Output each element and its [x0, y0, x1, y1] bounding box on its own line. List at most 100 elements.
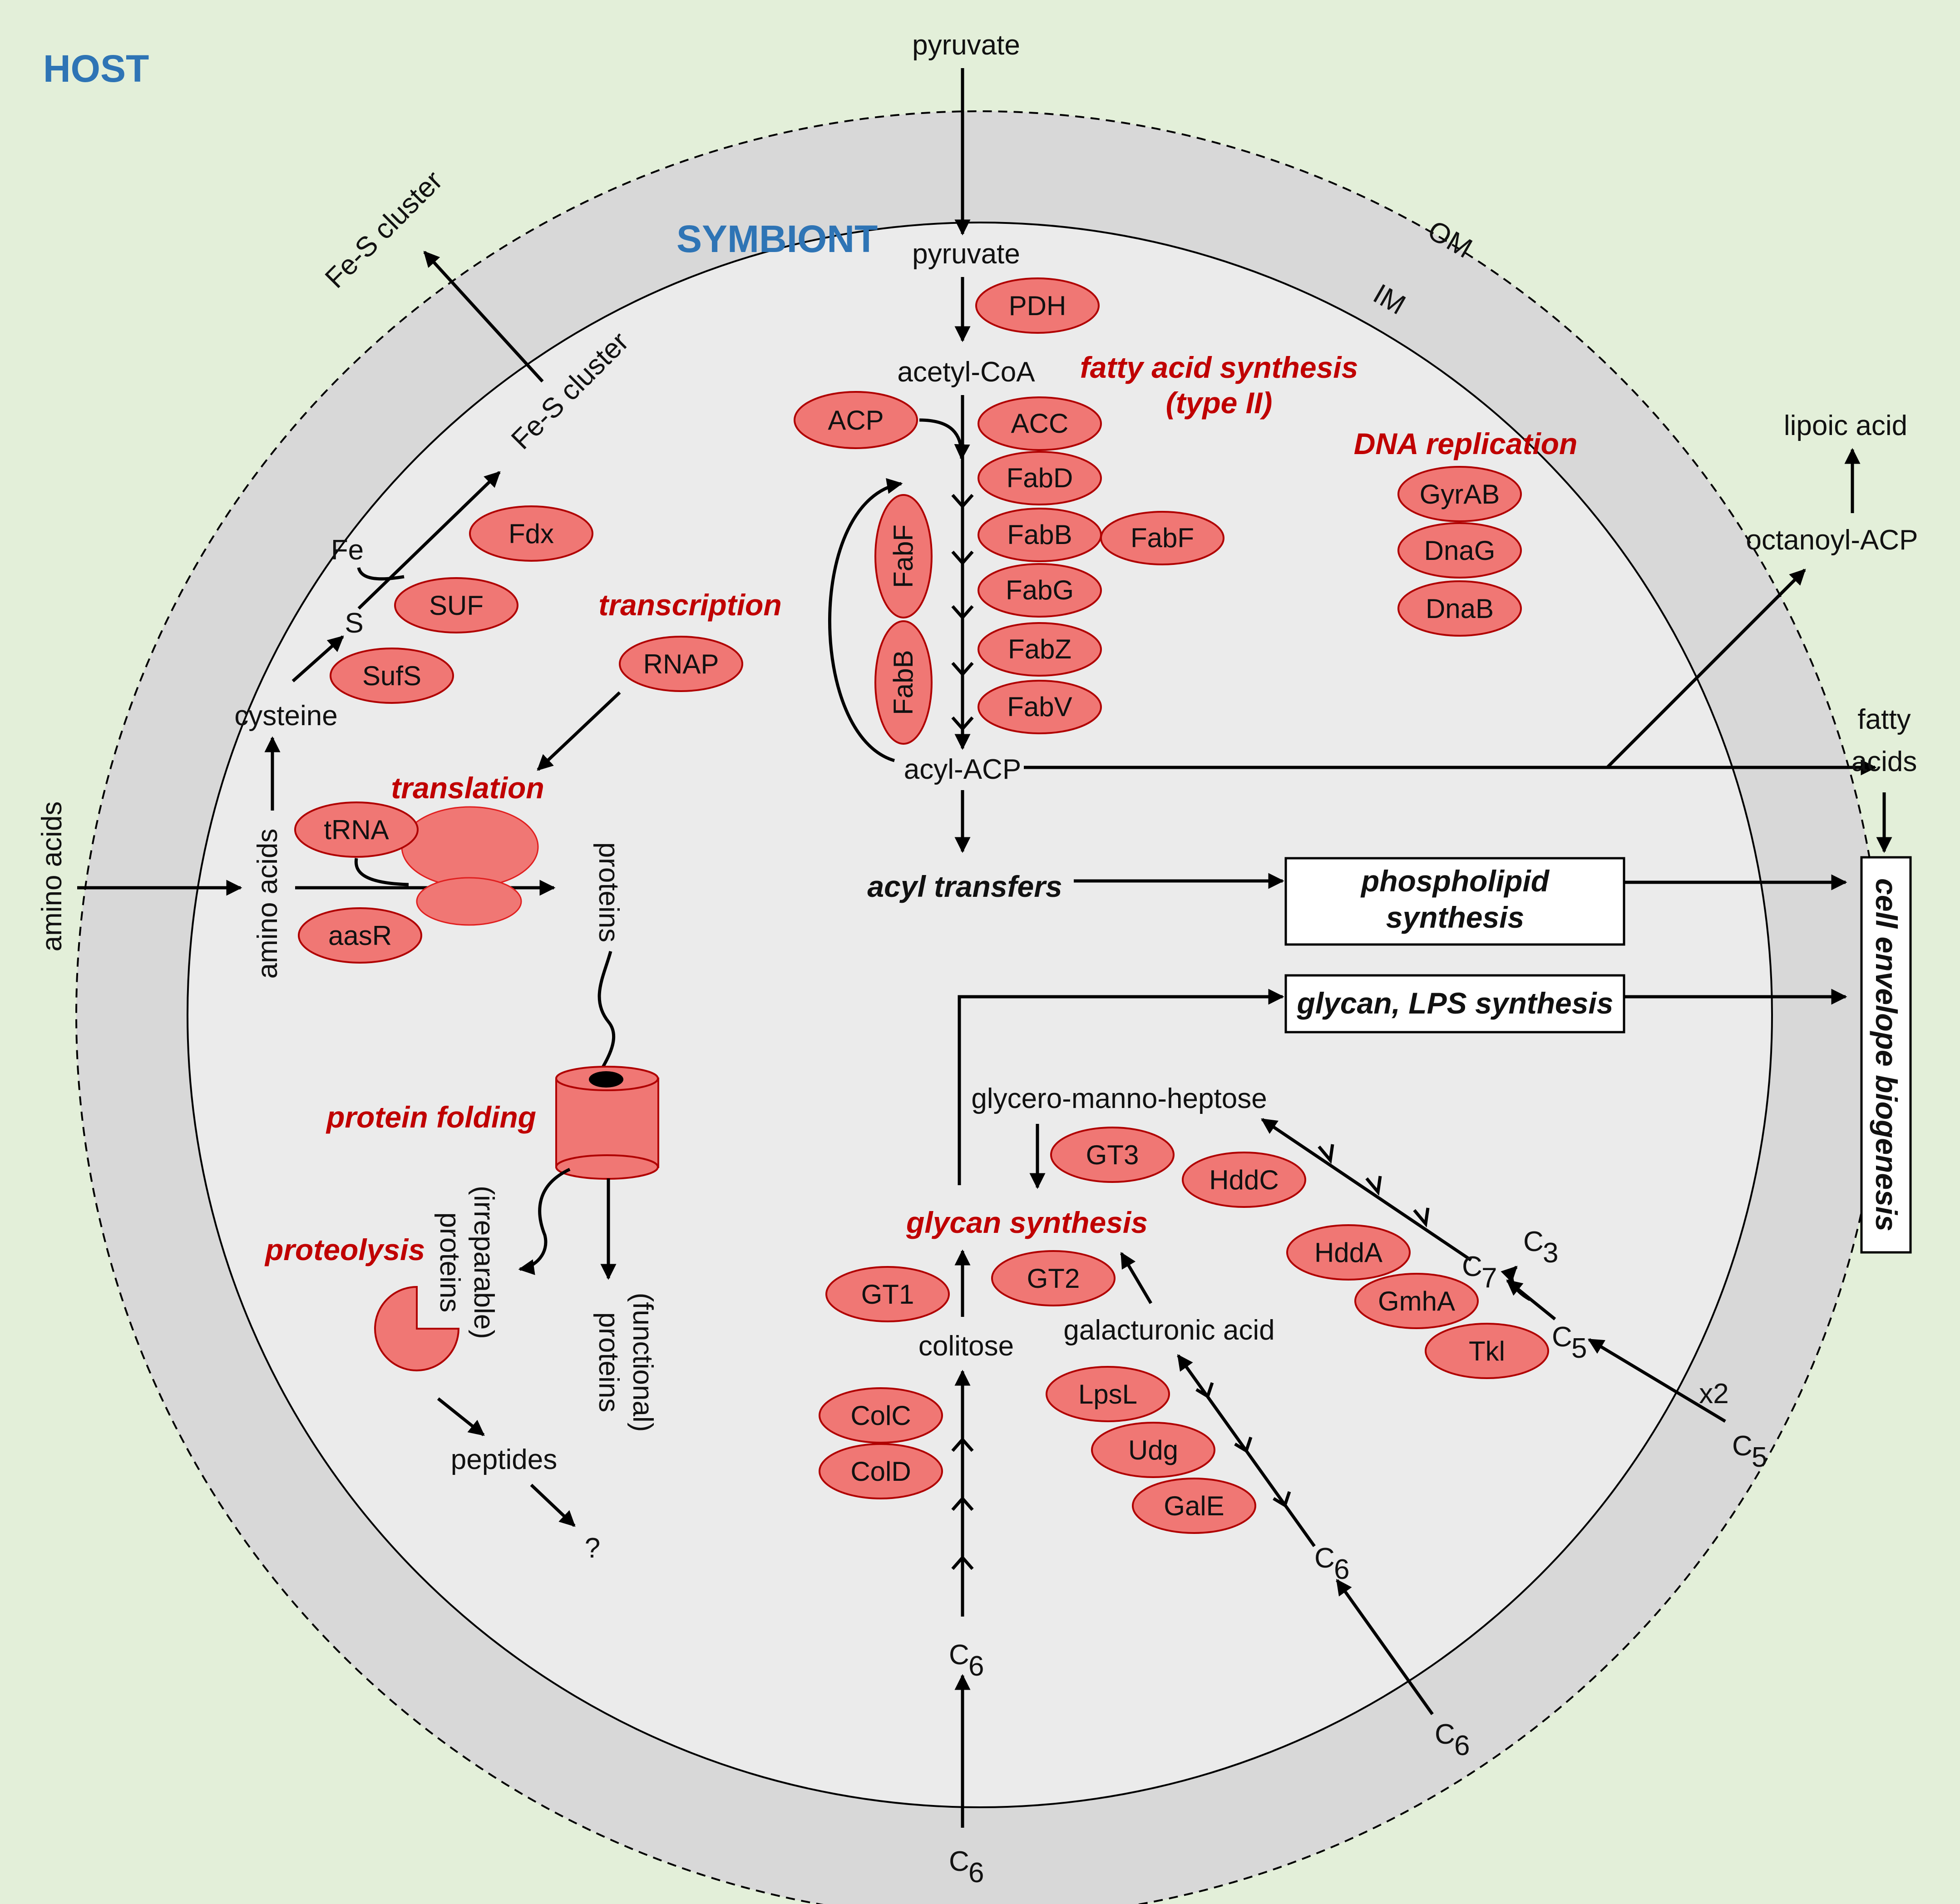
fabz-enzyme: FabZ: [978, 622, 1102, 677]
lipoic-acid-label: lipoic acid: [1784, 410, 1907, 441]
arrow-peptides-unknown: [530, 1484, 576, 1527]
arrow-elongation-loop: [828, 478, 903, 762]
fatty-acids-label-1: fatty: [1857, 704, 1911, 735]
acp-enzyme: ACP: [794, 391, 918, 449]
proteins-irreparable-label-1: proteins: [434, 1212, 465, 1313]
arrow-c5-import: [1587, 1338, 1726, 1423]
svg-text:glycan, LPS synthesis: glycan, LPS synthesis: [1297, 986, 1614, 1020]
dnag-enzyme: DnaG: [1397, 522, 1522, 579]
c5-label-right: C 5: [1732, 1430, 1767, 1473]
symbiont-label: SYMBIONT: [676, 218, 878, 260]
gt1-enzyme: GT1: [825, 1266, 950, 1322]
amino-acids-label: amino acids: [252, 829, 283, 979]
rnap-enzyme: RNAP: [619, 636, 743, 692]
pyruvate-label: pyruvate: [912, 238, 1020, 270]
svg-text:aasR: aasR: [328, 920, 392, 951]
svg-text:DnaG: DnaG: [1424, 535, 1496, 566]
lpsl-enzyme: LpsL: [1046, 1366, 1170, 1422]
svg-text:FabF: FabF: [1131, 523, 1194, 553]
c3-label: C 3: [1523, 1226, 1558, 1269]
octanoyl-acp-label: octanoyl-ACP: [1746, 524, 1918, 556]
translation-title: translation: [391, 771, 544, 805]
svg-text:FabF: FabF: [888, 524, 918, 588]
fatty-acid-synthesis-type: (type II): [1166, 386, 1273, 420]
proteins-irreparable-label-2: (irreparable): [468, 1186, 499, 1339]
arrow-rnap-translation: [537, 691, 621, 771]
proteins-label: proteins: [593, 842, 624, 943]
protein-folding-title: protein folding: [326, 1100, 536, 1134]
glycan-synthesis-title: glycan synthesis: [906, 1206, 1148, 1239]
dna-replication-title: DNA replication: [1354, 427, 1578, 460]
amino-acids-host-label: amino acids: [36, 801, 68, 952]
svg-text:C: C: [949, 1639, 969, 1671]
svg-text:C: C: [1523, 1226, 1544, 1257]
acyl-acp-label: acyl-ACP: [904, 754, 1021, 785]
svg-text:6: 6: [968, 1651, 984, 1682]
chaperone-barrel: [555, 1066, 659, 1180]
svg-text:HddA: HddA: [1314, 1237, 1382, 1268]
pyruvate-host-label: pyruvate: [912, 30, 1020, 61]
x2-label: x2: [1699, 1378, 1728, 1409]
suf-enzyme: SUF: [394, 577, 518, 633]
svg-text:SUF: SUF: [429, 590, 484, 621]
cold-enzyme: ColD: [819, 1443, 943, 1499]
c6-label-right: C 6: [1435, 1719, 1470, 1761]
svg-text:FabZ: FabZ: [1008, 634, 1071, 664]
svg-text:ColC: ColC: [850, 1400, 911, 1431]
hdda-enzyme: HddA: [1286, 1224, 1411, 1281]
fatty-acid-synthesis-title: fatty acid synthesis: [1080, 351, 1358, 384]
gale-enzyme: GalE: [1132, 1478, 1256, 1534]
arrow-trna-join: [354, 858, 409, 886]
svg-text:SufS: SufS: [362, 661, 421, 691]
arrow-protease-peptides: [437, 1397, 485, 1436]
svg-text:FabG: FabG: [1006, 575, 1074, 605]
phospholipid-synthesis-box: phospholipid synthesis: [1284, 857, 1625, 946]
arrow-acp-join: [919, 418, 970, 460]
transcription-title: transcription: [598, 588, 781, 622]
svg-text:FabD: FabD: [1007, 463, 1073, 493]
dnab-enzyme: DnaB: [1397, 580, 1522, 637]
arrow-c6-import-galacturonic: [1336, 1579, 1434, 1716]
svg-text:phospholipid: phospholipid: [1360, 864, 1550, 898]
svg-text:LpsL: LpsL: [1078, 1379, 1137, 1409]
gt2-enzyme: GT2: [991, 1250, 1116, 1306]
svg-text:6: 6: [1334, 1554, 1349, 1585]
proteins-functional-label-2: (functional): [627, 1293, 658, 1432]
colitose-label: colitose: [918, 1330, 1014, 1362]
arrow-glycan-to-lps: [958, 989, 1284, 1185]
ribosome: [401, 806, 539, 926]
svg-text:PDH: PDH: [1009, 291, 1066, 321]
svg-text:7: 7: [1481, 1262, 1497, 1294]
svg-text:ACP: ACP: [828, 405, 884, 435]
glycero-manno-heptose-label: glycero-manno-heptose: [971, 1083, 1267, 1114]
svg-text:3: 3: [1543, 1237, 1558, 1269]
gmha-enzyme: GmhA: [1354, 1273, 1479, 1329]
aasr-enzyme: aasR: [298, 907, 422, 964]
svg-text:DnaB: DnaB: [1426, 593, 1494, 624]
arrow-acylacp-octanoyl: [1606, 569, 1806, 769]
svg-text:Tkl: Tkl: [1469, 1336, 1505, 1366]
galacturonic-chain-ticks: [1195, 1382, 1291, 1508]
gt3-enzyme: GT3: [1050, 1127, 1175, 1183]
svg-text:GT1: GT1: [861, 1279, 914, 1310]
sufs-enzyme: SufS: [330, 648, 454, 704]
svg-text:6: 6: [1454, 1730, 1470, 1761]
svg-text:GT2: GT2: [1027, 1263, 1080, 1294]
fabf-enzyme-right: FabF: [1100, 511, 1224, 565]
acetyl-coa-label: acetyl-CoA: [897, 356, 1035, 388]
c5-label-inner: C 5: [1552, 1321, 1587, 1364]
svg-text:C: C: [1552, 1321, 1572, 1353]
fatty-acids-label-2: acids: [1851, 746, 1917, 777]
fabg-enzyme: FabG: [978, 563, 1102, 618]
glycan-lps-synthesis-box: glycan, LPS synthesis: [1284, 974, 1625, 1034]
cell-envelope-biogenesis-box: cell envelope biogenesis: [1860, 856, 1912, 1254]
udg-enzyme: Udg: [1091, 1422, 1215, 1478]
arrow-galacturonic-glycan: [1120, 1251, 1153, 1304]
heptose-chain-ticks: [1318, 1144, 1430, 1228]
svg-text:C: C: [1314, 1543, 1335, 1574]
svg-text:C: C: [1732, 1430, 1753, 1462]
acc-enzyme: ACC: [978, 396, 1102, 451]
fabf-enzyme-loop: FabF: [874, 494, 933, 618]
